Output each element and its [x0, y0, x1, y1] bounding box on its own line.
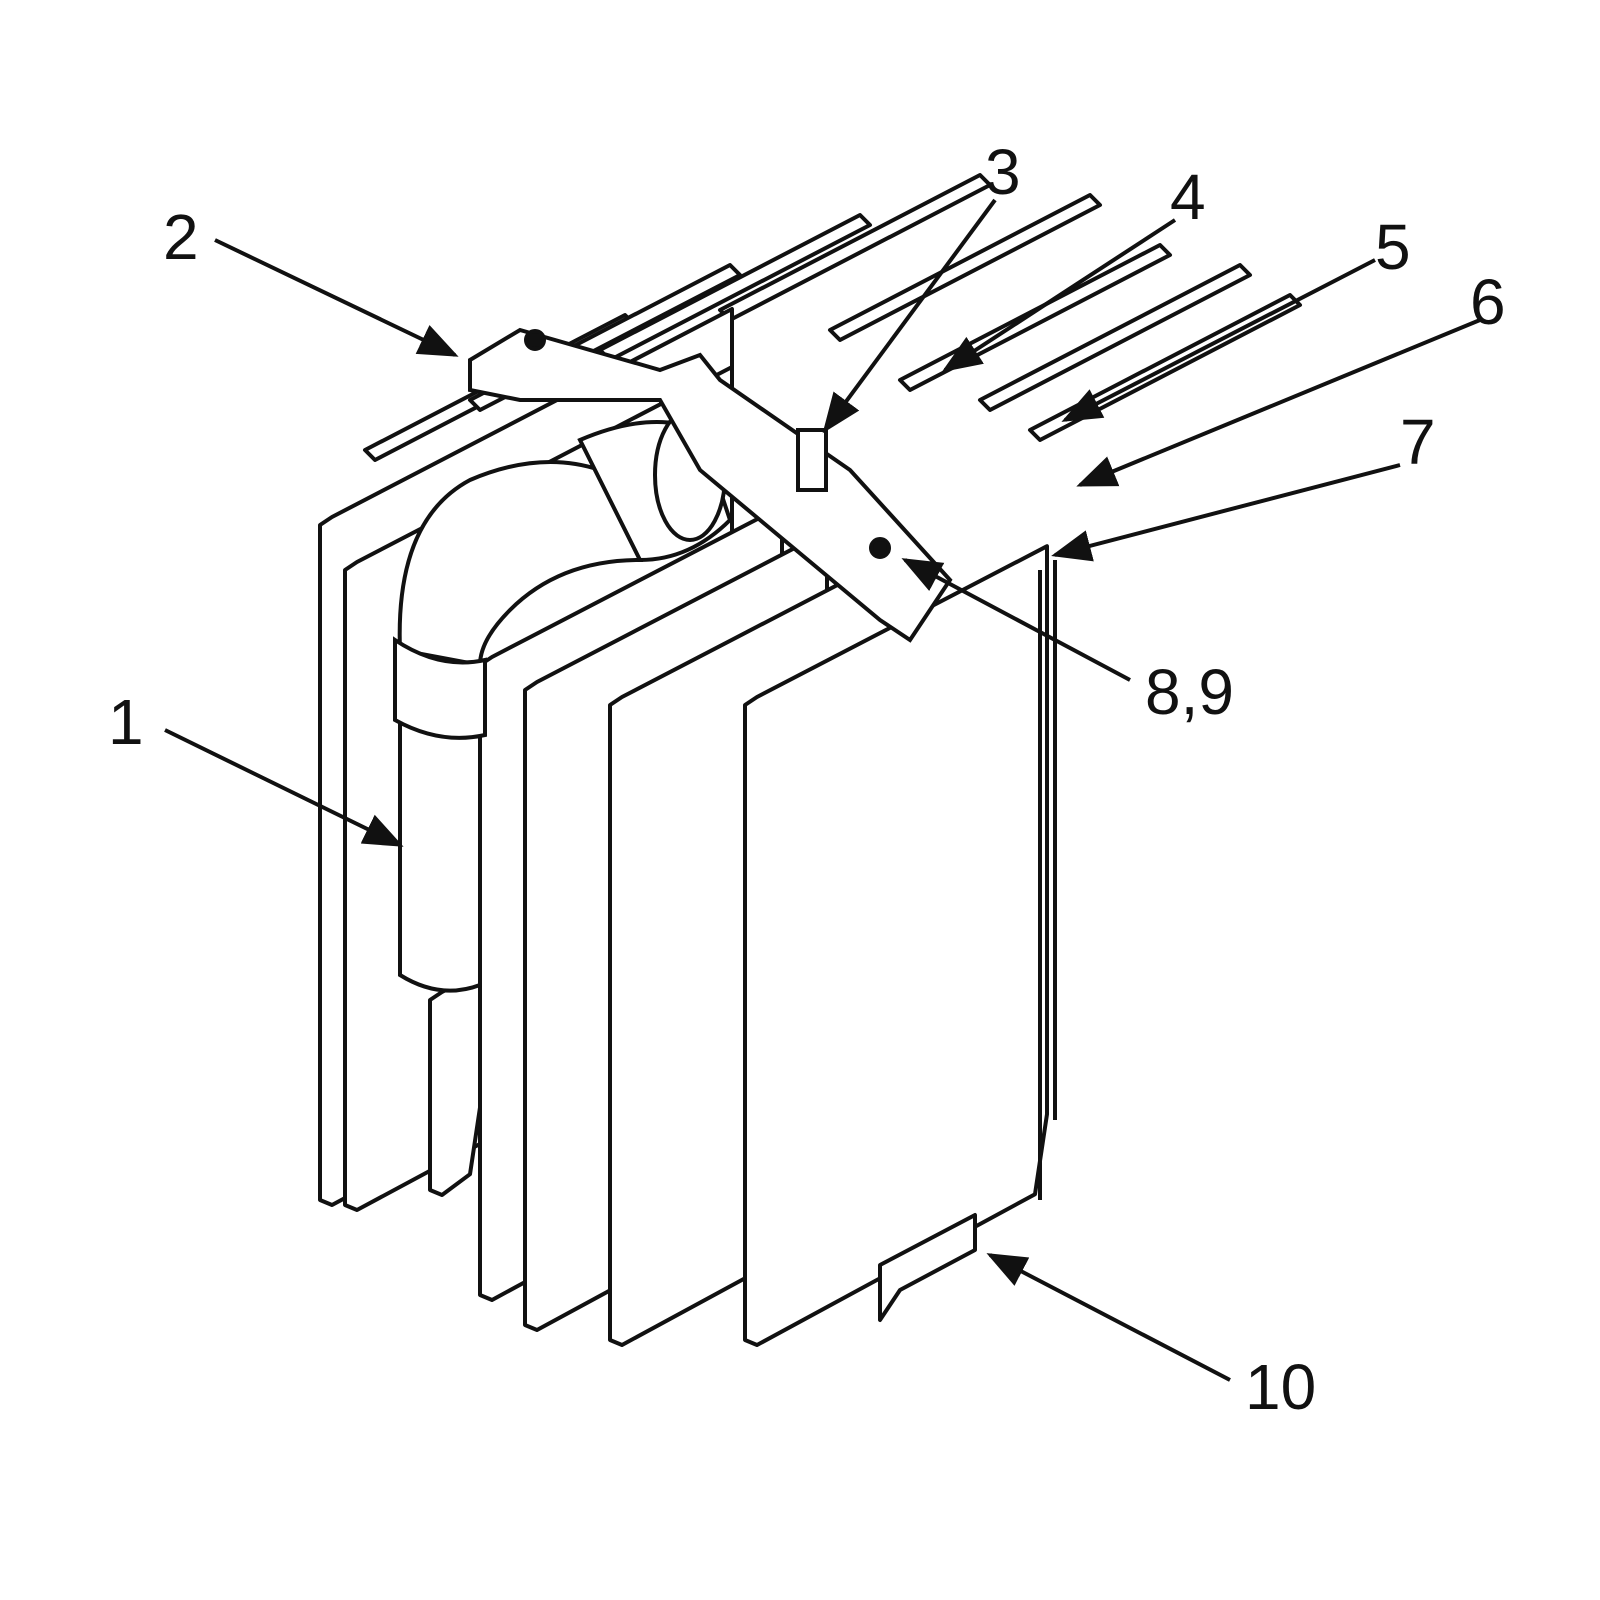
leader-arrow-6	[1076, 318, 1481, 487]
label-2: 2	[163, 201, 199, 273]
pin	[796, 428, 828, 492]
label-6: 6	[1470, 266, 1506, 338]
leader-arrow-2	[214, 238, 459, 357]
fin	[718, 173, 992, 322]
pipe-elbow	[393, 408, 733, 993]
leader-arrow-10	[986, 1253, 1231, 1382]
fin	[898, 243, 1172, 392]
leader-arrow-8-9	[901, 558, 1131, 682]
leader-arrow-5	[1061, 258, 1376, 422]
top-bracket	[468, 327, 953, 643]
label-4: 4	[1170, 161, 1206, 233]
label-1: 1	[108, 686, 144, 758]
leader-arrow-4	[941, 218, 1177, 373]
fin	[598, 213, 872, 362]
fin	[978, 263, 1252, 412]
leader-arrow-1	[164, 728, 404, 847]
leader-arrow-3	[822, 198, 997, 434]
label-8-9: 8,9	[1145, 656, 1234, 728]
connector	[878, 1213, 977, 1322]
plate	[428, 969, 484, 1197]
fin	[828, 193, 1102, 342]
label-5: 5	[1375, 211, 1411, 283]
leader-arrow-7	[1051, 463, 1401, 562]
pipe-clamp-band	[393, 636, 487, 740]
label-3: 3	[985, 136, 1021, 208]
label-7: 7	[1400, 406, 1436, 478]
label-10: 10	[1245, 1351, 1317, 1423]
